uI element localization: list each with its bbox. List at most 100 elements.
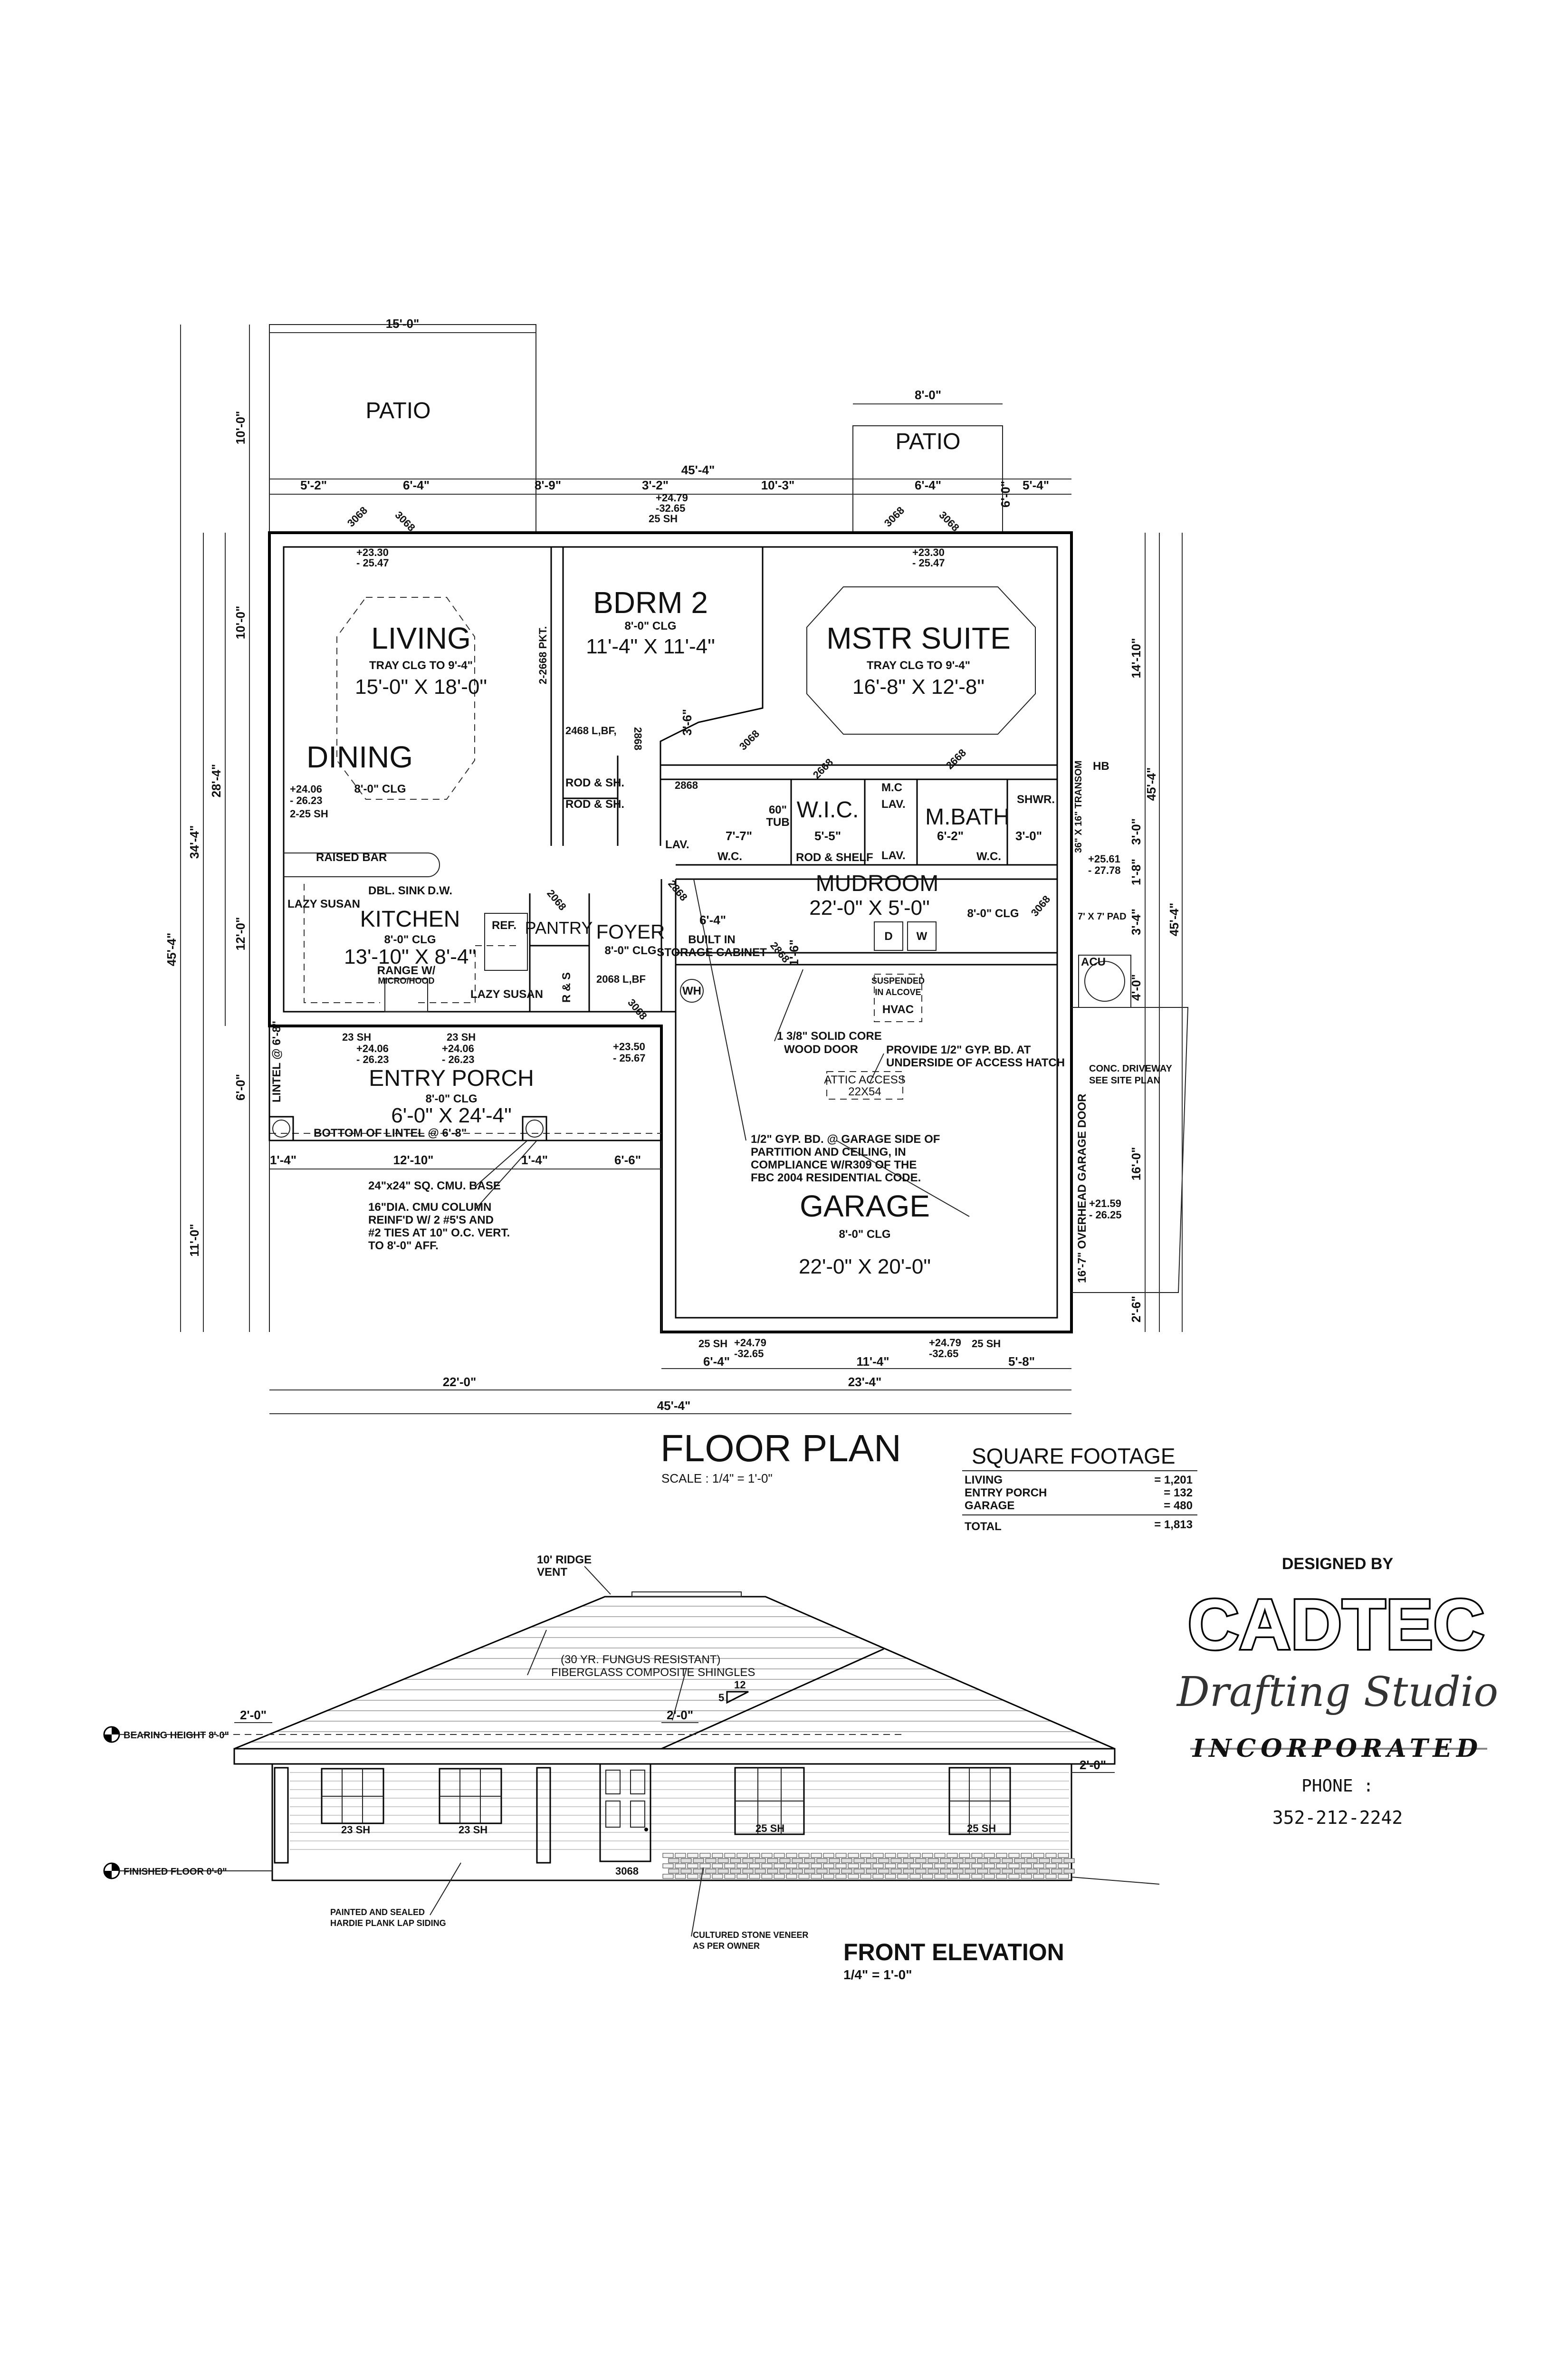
door-tag: 3068 xyxy=(882,504,907,529)
dim-left: 28'-4" xyxy=(209,764,223,798)
stone-block xyxy=(1045,1874,1057,1879)
window-elev xyxy=(948,1767,1011,1835)
stone-block xyxy=(853,1858,865,1863)
label-refrigerator: REF. xyxy=(492,919,516,932)
stone-block xyxy=(811,1863,822,1868)
room-ceiling-living: TRAY CLG TO 9'-4" xyxy=(369,659,473,672)
label-ac-pad: 7' X 7' PAD xyxy=(1078,911,1127,922)
dim-right: 3'-4" xyxy=(1129,909,1143,935)
stone-block xyxy=(909,1863,921,1868)
dim-bottom: 45'-4" xyxy=(657,1399,691,1413)
label-tub: TUB xyxy=(766,816,789,829)
stone-block xyxy=(680,1858,692,1863)
dim-left: 10'-0" xyxy=(233,606,248,640)
stone-block xyxy=(952,1868,964,1874)
height-tag: -32.65 xyxy=(734,1348,764,1360)
stone-block xyxy=(996,1853,1007,1858)
stone-block xyxy=(823,1853,834,1858)
stone-block xyxy=(699,1874,711,1879)
porch-column-left xyxy=(268,1116,294,1141)
stone-block xyxy=(736,1853,748,1858)
sqft-total-label: TOTAL xyxy=(965,1520,1002,1533)
living-tray-ceiling xyxy=(336,597,475,800)
height-tag: - 25.67 xyxy=(613,1052,646,1064)
label-rod-and-shelf-pantry: R & S xyxy=(560,972,573,1003)
stone-block xyxy=(965,1858,976,1863)
designed-by-label: DESIGNED BY xyxy=(1282,1555,1394,1573)
stone-block xyxy=(989,1858,1001,1863)
grade-line xyxy=(1071,1877,1160,1885)
window-tag: 2-25 SH xyxy=(290,808,328,820)
stone-block xyxy=(947,1863,958,1868)
stone-block xyxy=(730,1868,741,1874)
note-column-line: REINF'D W/ 2 #5'S AND xyxy=(368,1214,494,1226)
logo-sub: INCORPORATED xyxy=(1192,1734,1482,1763)
stone-label: AS PER OWNER xyxy=(693,1941,760,1951)
window-tag: 23 SH xyxy=(447,1031,476,1043)
stone-block xyxy=(724,1863,736,1868)
pitch-run: 12 xyxy=(734,1679,746,1691)
room-size-master-suite: 16'-8" X 12'-8" xyxy=(852,675,985,699)
label-rod-shelf-1: ROD & SH. xyxy=(565,776,624,789)
stone-block xyxy=(860,1874,871,1879)
dim-interior: 6'-2" xyxy=(937,829,964,843)
stone-block xyxy=(761,1863,773,1868)
dim-top: 8'-0" xyxy=(915,388,941,402)
stone-block xyxy=(693,1858,704,1863)
house-wall xyxy=(271,1763,1072,1881)
stone-block xyxy=(705,1868,717,1874)
stone-block xyxy=(841,1858,852,1863)
exterior-wall-inner xyxy=(283,546,1058,1319)
stone-block xyxy=(927,1868,939,1874)
room-name-master-suite: MSTR SUITE xyxy=(826,621,1011,655)
height-tag: +23.30 xyxy=(356,546,389,558)
room-name-living: LIVING xyxy=(371,621,471,655)
porch-column-left-round xyxy=(272,1120,290,1138)
dim-interior: 7'-7" xyxy=(726,829,752,843)
stone-block xyxy=(687,1874,698,1879)
shingle-label: (30 YR. FUNGUS RESISTANT) xyxy=(561,1653,721,1666)
stone-block xyxy=(1008,1853,1020,1858)
label-dryer: D xyxy=(884,930,892,943)
stone-block xyxy=(792,1868,803,1874)
stone-block xyxy=(699,1863,711,1868)
stone-block xyxy=(804,1868,815,1874)
label-lintel-side: LINTEL @ 6'-8" xyxy=(270,1021,283,1102)
stone-block xyxy=(1058,1863,1069,1868)
stone-block xyxy=(742,1858,754,1863)
room-size-kitchen: 13'-10" X 8'-4" xyxy=(344,945,476,968)
stone-block xyxy=(662,1853,674,1858)
stone-block xyxy=(761,1853,773,1858)
label-range-1: RANGE W/ xyxy=(377,964,436,977)
floor-plan-title: FLOOR PLAN xyxy=(660,1427,901,1469)
dim-bottom: 6'-4" xyxy=(703,1354,730,1369)
stone-block xyxy=(927,1858,939,1863)
stone-block xyxy=(890,1858,902,1863)
stone-block xyxy=(1033,1874,1044,1879)
note-gypsum-line: 1/2" GYP. BD. @ GARAGE SIDE OF xyxy=(751,1133,940,1146)
room-name-patio-right: PATIO xyxy=(896,429,961,454)
stone-block xyxy=(971,1863,983,1868)
ridge-vent-label: 10' RIDGE xyxy=(537,1553,592,1566)
stone-block xyxy=(952,1858,964,1863)
height-tag: -32.65 xyxy=(929,1348,958,1360)
stone-block xyxy=(749,1863,760,1868)
stone-block xyxy=(829,1858,840,1863)
stone-block xyxy=(922,1863,933,1868)
room-ceiling-dining: 8'-0" CLG xyxy=(354,783,406,795)
note-hatch-line: UNDERSIDE OF ACCESS HATCH xyxy=(886,1056,1065,1069)
note-door-line: WOOD DOOR xyxy=(784,1043,858,1056)
dim-bottom: 23'-4" xyxy=(848,1375,882,1389)
stone-block xyxy=(1033,1853,1044,1858)
stone-block xyxy=(835,1863,847,1868)
stone-block xyxy=(1021,1874,1032,1879)
height-tag: - 26.23 xyxy=(442,1054,475,1065)
porch-column-left xyxy=(274,1767,289,1864)
note-door-line: 1 3/8" SOLID CORE xyxy=(777,1030,882,1043)
stone-block xyxy=(1039,1868,1050,1874)
room-size-entry-porch: 6'-0" X 24'-4" xyxy=(391,1104,512,1127)
stone-block xyxy=(866,1868,877,1874)
patio-left-slab xyxy=(269,324,536,533)
driveway xyxy=(1071,1007,1189,1293)
label-attic-size: 22X54 xyxy=(848,1085,881,1098)
